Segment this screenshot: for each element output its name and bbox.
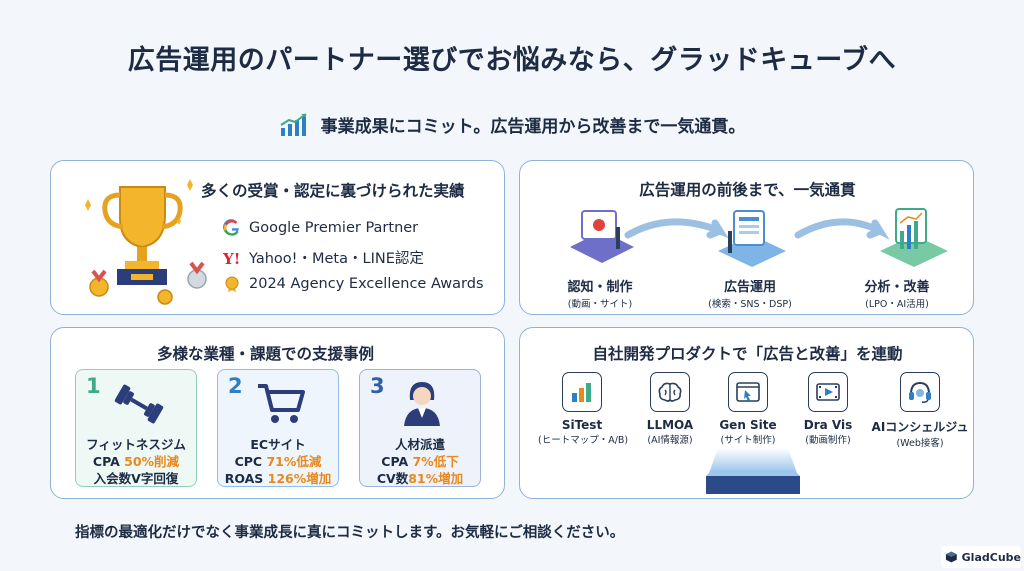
case-metric-2: ROAS 126%増加 [224, 471, 332, 486]
award-item: Y! Yahoo!・Meta・LINE認定 [223, 247, 424, 268]
products-title: 自社開発プロダクトで「広告と改善」を連動 [592, 345, 903, 363]
case-item: 2 ECサイト CPC 71%低減 ROAS 126%増加 [217, 369, 339, 487]
brain-icon [658, 382, 682, 402]
case-metric-1: CPA 7%低下 [381, 454, 459, 469]
product-item: SiTest (ヒートマップ・A/B) [538, 372, 628, 446]
product-item: AIコンシェルジュ (Web接客) [870, 372, 970, 449]
cases-card: 多様な業種・課題での支援事例 1 フィットネスジム CPA 50%削減 入会数V… [50, 327, 505, 499]
growth-chart-icon [280, 112, 307, 136]
logo-text: GladCube [961, 550, 1021, 564]
flow-title: 広告運用の前後まで、一気通貫 [639, 181, 856, 199]
cases-title: 多様な業種・課題での支援事例 [157, 345, 375, 363]
subtitle-text: 事業成果にコミット。広告運用から改善まで一気通貫。 [320, 117, 746, 137]
product-item: Gen Site (サイト制作) [704, 372, 792, 446]
case-item: 1 フィットネスジム CPA 50%削減 入会数V字回復 [75, 369, 197, 487]
video-production-icon [570, 210, 634, 263]
shopping-cart-icon [258, 384, 305, 423]
case-metric-1: CPA 50%削減 [92, 454, 180, 469]
medal-icon [225, 276, 239, 292]
case-item: 3 人材派遣 CPA 7%低下 CV数81%増加 [359, 369, 481, 487]
case-metric-2: 入会数V字回復 [93, 471, 179, 486]
case-metric-2: CV数81%増加 [376, 471, 464, 486]
ad-operation-icon [718, 210, 786, 267]
footer-message: 指標の最適化だけでなく事業成長に真にコミットします。お気軽にご相談ください。 [75, 525, 625, 541]
business-person-icon [404, 382, 440, 426]
product-item: LLMOA (AI情報源) [626, 372, 714, 446]
flow-card: 広告運用の前後まで、一気通貫 認知・制作 (動画・サイト) [519, 160, 974, 315]
awards-card: 多くの受賞・認定に裏づけられた実績 Google Premier Partner… [50, 160, 505, 315]
brand-logo[interactable]: GladCube [941, 546, 1021, 568]
platform-base-icon [706, 448, 800, 494]
yahoo-icon: Y! [223, 250, 240, 267]
flow-step: 広告運用 (検索・SNS・DSP) [708, 280, 792, 310]
svg-text:Y!: Y! [223, 250, 240, 267]
bar-chart-icon [572, 383, 591, 402]
award-label: 2024 Agency Excellence Awards [249, 276, 484, 292]
award-item: Google Premier Partner [223, 219, 418, 237]
flow-diagram [570, 208, 948, 267]
case-name: 人材派遣 [394, 437, 445, 452]
video-film-icon [816, 383, 840, 401]
case-metric-1: CPC 71%低減 [234, 454, 322, 469]
awards-title: 多くの受賞・認定に裏づけられた実績 [201, 182, 465, 200]
products-card: 自社開発プロダクトで「広告と改善」を連動 SiTest (ヒートマップ・A/B)… [519, 327, 974, 499]
cube-logo-icon [945, 551, 957, 563]
google-icon [223, 219, 239, 236]
award-label: Google Premier Partner [249, 220, 419, 236]
page-title: 広告運用のパートナー選びでお悩みなら、グラッドキューブへ [127, 45, 897, 76]
product-item: Dra Vis (動画制作) [784, 372, 872, 446]
subtitle-row: 事業成果にコミット。広告運用から改善まで一気通貫。 [0, 112, 1024, 137]
browser-cursor-icon [736, 382, 760, 402]
trophy-icon [85, 179, 207, 305]
case-name: ECサイト [250, 437, 306, 452]
award-label: Yahoo!・Meta・LINE認定 [249, 251, 424, 267]
dumbbell-icon [114, 384, 164, 424]
case-name: フィットネスジム [86, 437, 186, 452]
flow-step: 分析・改善 (LPO・AI活用) [864, 280, 930, 310]
flow-step: 認知・制作 (動画・サイト) [567, 280, 633, 310]
award-item: 2024 Agency Excellence Awards [223, 275, 484, 293]
headset-icon [909, 381, 931, 403]
analysis-icon [880, 208, 948, 267]
